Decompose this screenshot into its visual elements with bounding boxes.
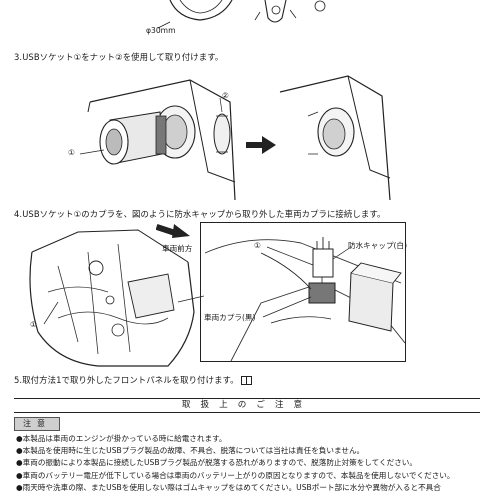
step4-overview-illustration [18, 222, 204, 368]
top-illustration [150, 0, 350, 44]
caution-item: ●車両のバッテリー電圧が低下している場合は車両のバッテリー上がりの原因となります… [16, 470, 455, 480]
notice-title: 取扱上のご注意 [14, 398, 480, 413]
step5-text: 5.取付方法1で取り外したフロントパネルを取り付けます。 [14, 375, 239, 385]
vehicle-coupler-label: 車両カプラ(黒) [204, 313, 256, 322]
detail-callout-1: ① [254, 241, 261, 250]
forward-label: 車両前方 [162, 244, 193, 253]
step3-instruction: 3.USBソケット①をナット②を使用して取り付けます。 [14, 52, 224, 62]
diameter-label: φ30mm [146, 26, 176, 35]
caution-tag: 注意 [14, 417, 60, 431]
forward-arrow [156, 222, 190, 240]
caution-item: ●本製品を使用時に生じたUSBプラグ製品の故障、不具合、脱落については当社は責任… [16, 446, 365, 456]
step3-before-illustration [70, 72, 240, 200]
detail-frame [200, 222, 406, 362]
step3-arrow [246, 136, 276, 154]
step3-callout-1: ① [68, 148, 75, 157]
step4-instruction: 4.USBソケット①のカプラを、図のように防水キャップから取り外した車両カプラに… [14, 209, 386, 219]
step5-instruction: 5.取付方法1で取り外したフロントパネルを取り付けます。 [14, 374, 253, 386]
step4-overview-callout-1: ① [30, 320, 37, 329]
step3-callout-2: ② [222, 91, 229, 100]
book-icon [241, 376, 253, 385]
waterproof-cap-label: 防水キャップ(白) [348, 241, 408, 250]
caution-item: ●雨天時や洗車の際、またUSBを使用しない際はゴムキャップをはめてください。US… [16, 482, 441, 492]
caution-item: ●本製品は車両のエンジンが掛かっている時に給電されます。 [16, 434, 227, 443]
caution-item: ●車両の振動により本製品に接続したUSBプラグ製品が脱落する恐れがありますので、… [16, 458, 417, 468]
step3-after-illustration [278, 72, 408, 200]
caution-list: ●本製品は車両のエンジンが掛かっている時に給電されます。 ●本製品を使用時に生じ… [16, 433, 496, 494]
